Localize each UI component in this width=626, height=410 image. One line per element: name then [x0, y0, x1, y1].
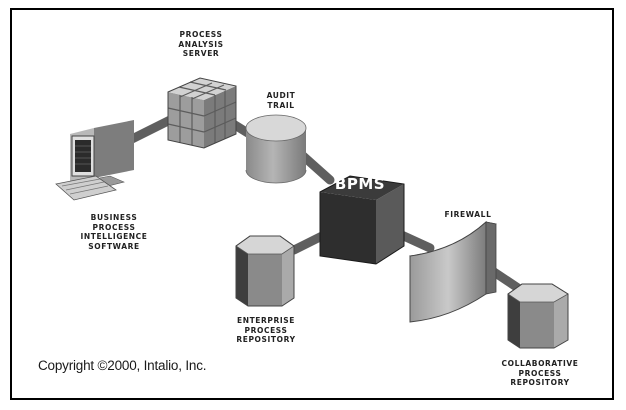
workstation-icon	[55, 120, 134, 201]
collaborative-repository-drum-icon	[507, 283, 569, 349]
business-process-intelligence-software-label: BUSINESS PROCESS INTELLIGENCE SOFTWARE	[80, 213, 148, 251]
pipe-bpi-to-analysis-server	[125, 115, 175, 145]
process-analysis-server-label: PROCESS ANALYSIS SERVER	[178, 30, 224, 59]
collaborative-process-repository-label: COLLABORATIVE PROCESS REPOSITORY	[501, 359, 579, 388]
firewall-wall-icon	[408, 220, 497, 323]
copyright-text: Copyright ©2000, Intalio, Inc.	[38, 358, 207, 373]
server-cube-icon	[167, 77, 237, 149]
pipe-audit-trail-to-bpms	[297, 150, 335, 185]
bpms-label: BPMS	[334, 175, 386, 193]
audit-trail-cylinder-icon	[245, 114, 307, 184]
bpms-cube-icon	[319, 175, 405, 265]
enterprise-repository-drum-icon	[235, 235, 295, 307]
firewall-label: FIREWALL	[444, 210, 492, 219]
enterprise-process-repository-label: ENTERPRISE PROCESS REPOSITORY	[236, 316, 296, 345]
audit-trail-label: AUDIT TRAIL	[266, 91, 296, 110]
